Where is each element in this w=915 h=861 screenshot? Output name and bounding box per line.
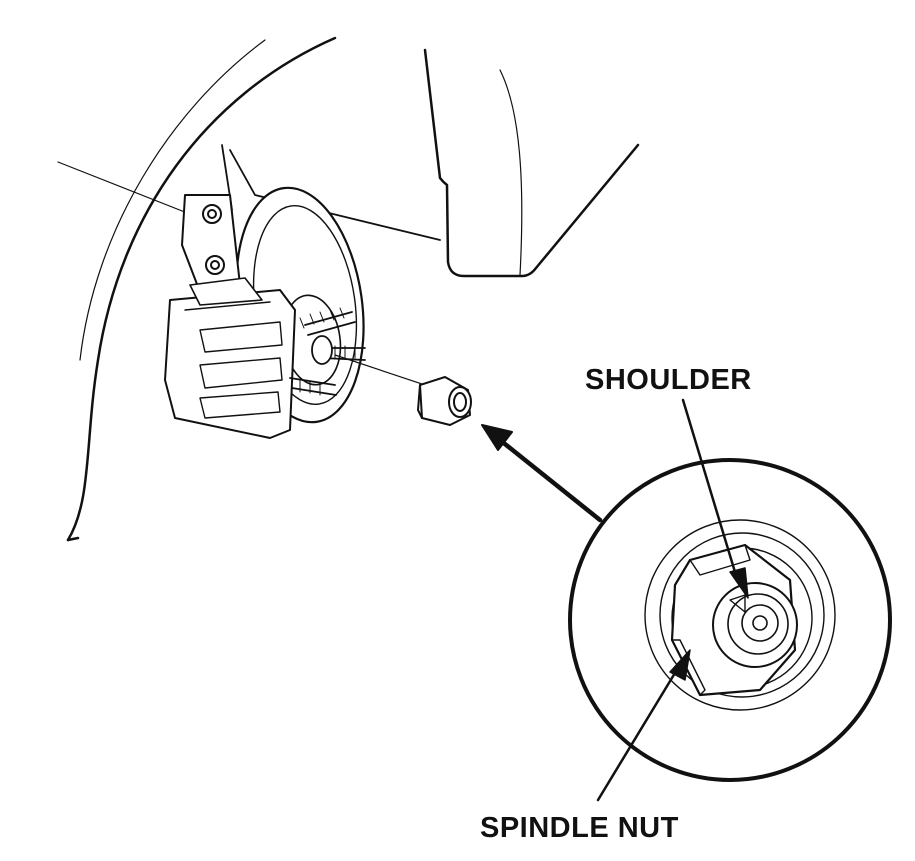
spindle-nut-small	[417, 376, 472, 426]
leader-line-left	[57, 161, 201, 219]
detail-circle	[568, 458, 892, 782]
spindle-nut-leader	[596, 649, 691, 802]
body-panel	[221, 48, 640, 278]
fender-arcs	[66, 36, 337, 542]
wheel-studs	[289, 307, 366, 396]
shoulder-leader	[681, 398, 749, 599]
spindle-nut-label: SPINDLE NUT	[480, 812, 679, 844]
detail-arrow	[481, 424, 603, 523]
brake-caliper	[164, 194, 296, 439]
shoulder-label: SHOULDER	[585, 364, 752, 396]
